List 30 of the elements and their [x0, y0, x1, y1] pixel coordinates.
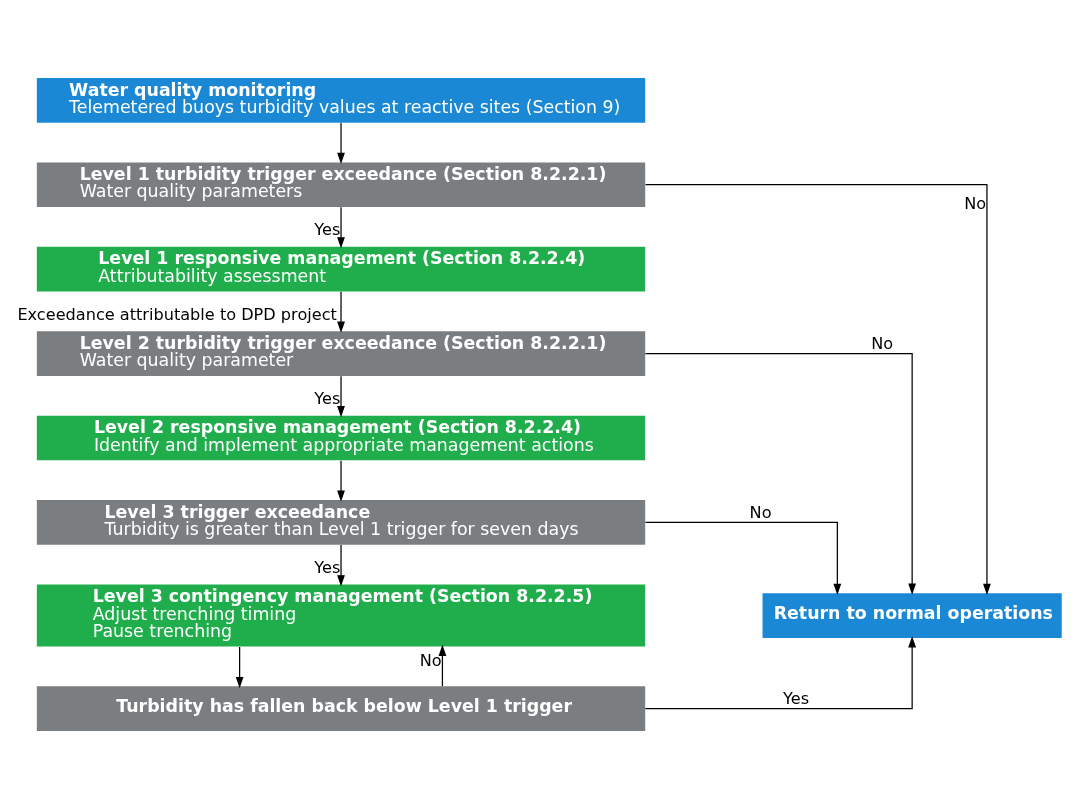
arrow [438, 644, 447, 687]
edge-label: Exceedance attributable to DPD project [17, 304, 337, 324]
node-box: Level 2 turbidity trigger exceedance (Section 8.2.2.1) Water quality parameter [36, 330, 646, 376]
edge-label: No [871, 333, 894, 353]
node-box: Level 1 turbidity trigger exceedance (Section 8.2.2.1) Water quality parameters [36, 161, 646, 207]
arrow [644, 352, 917, 595]
edge-label: Yes [314, 219, 341, 239]
node-box: Level 1 responsive management (Section 8.2.2.4) Attributability assessment [36, 246, 646, 291]
edge-label: Yes [783, 688, 810, 708]
edge-label: No [419, 650, 442, 670]
arrow [337, 206, 345, 248]
edge-label: No [964, 193, 987, 213]
node-box: Level 3 trigger exceedance Turbidity is greater than Level 1 trigger for seven days [36, 499, 646, 545]
node-box: Water quality monitoring Telemetered buoys turbidity values at reactive sites (Section 9) [36, 77, 646, 123]
arrow [644, 635, 917, 709]
node-box: Level 3 contingency management (Section 8.2.2.5) Adjust trenching timing Pause trenching [36, 584, 646, 647]
arrow [337, 543, 345, 586]
edge-label: No [749, 502, 772, 522]
edge-label: Yes [314, 388, 341, 408]
arrow [235, 645, 244, 688]
node-box: Level 2 responsive management (Section 8.2.2.4) Identify and implement appropriate management actions [36, 415, 646, 460]
arrow [644, 521, 842, 595]
node-box: Turbidity has fallen back below Level 1 trigger [36, 685, 646, 731]
arrow [644, 183, 991, 595]
arrow [337, 290, 345, 333]
edge-label: Yes [314, 557, 341, 577]
node-box: Return to normal operations [762, 592, 1062, 638]
arrow [337, 121, 345, 164]
arrow [337, 459, 345, 502]
arrow [337, 375, 345, 417]
